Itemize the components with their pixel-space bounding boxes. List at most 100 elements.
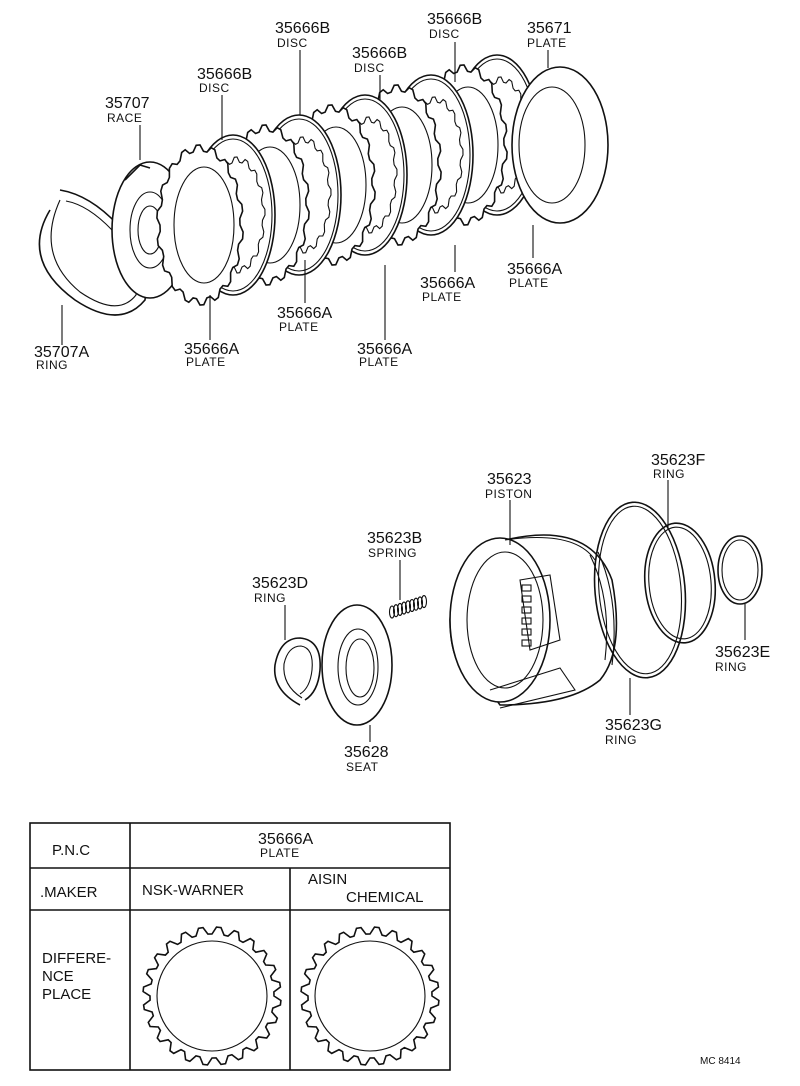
pnc-header: P.N.C [52,842,90,859]
svg-text:RING: RING [36,358,68,372]
leader-lines-upper [61,42,549,345]
svg-text:35666A: 35666A [184,341,239,358]
svg-text:35666A: 35666A [420,275,475,292]
svg-text:35666A: 35666A [277,305,332,322]
svg-text:DISC: DISC [429,27,460,41]
piston-slot [521,584,532,592]
diagram-code: MC 8414 [700,1056,741,1067]
spring-coil [392,604,400,618]
spring-coil [396,602,404,616]
svg-text:35671: 35671 [527,20,572,37]
spring-35623B [388,595,428,619]
clutch-plate [156,144,244,306]
difference-line2: NCE [42,968,74,985]
plate-aisin-chemical-drawing [300,926,440,1066]
spring-coil [388,605,396,619]
svg-text:35666B: 35666B [427,11,482,28]
plate-35671 [511,66,609,224]
label-35707: 35707 RACE [105,95,150,125]
svg-text:SPRING: SPRING [368,546,417,560]
svg-text:RING: RING [254,591,286,605]
svg-text:35623F: 35623F [651,452,705,469]
plate-nsk-warner-drawing [142,926,282,1066]
svg-text:35623: 35623 [487,471,532,488]
maker-nsk-warner: NSK-WARNER [142,882,244,899]
svg-text:DISC: DISC [277,36,308,50]
seat-35628 [321,604,393,726]
svg-text:RACE: RACE [107,111,142,125]
label-35666B-4: 35666B DISC [427,11,482,41]
svg-text:35623B: 35623B [367,530,422,547]
maker-aisin-line1: AISIN [308,871,347,888]
svg-text:PLATE: PLATE [509,276,549,290]
ring-35623E [717,535,763,605]
clutch-pack-assembly [38,54,609,316]
maker-aisin-line2: CHEMICAL [346,889,424,906]
piston-slot [521,606,532,614]
svg-text:PISTON: PISTON [485,487,532,501]
label-35623B: 35623B SPRING [367,530,422,560]
spring-coil [412,597,420,611]
svg-text:RING: RING [715,660,747,674]
svg-text:DISC: DISC [354,61,385,75]
label-35666A-4: 35666A PLATE [420,275,475,304]
label-35707A: 35707A RING [34,344,89,372]
label-35666B-3: 35666B DISC [352,45,407,75]
svg-text:35623E: 35623E [715,644,770,661]
label-35623F: 35623F RING [651,452,705,481]
piston-slot [521,628,532,636]
svg-text:35666B: 35666B [197,66,252,83]
svg-text:PLATE: PLATE [527,36,567,50]
difference-line1: DIFFERE- [42,950,111,967]
piston-assembly [273,501,763,726]
spring-coil [404,600,412,614]
svg-text:35707A: 35707A [34,344,89,361]
svg-text:35666B: 35666B [275,20,330,37]
svg-text:35623G: 35623G [605,717,662,734]
piston-35623 [449,534,618,709]
spring-coil [416,596,424,610]
label-35666A-5: 35666A PLATE [507,261,562,290]
label-35671: 35671 PLATE [527,20,572,50]
snap-ring-35707A [38,189,147,316]
svg-text:DISC: DISC [199,81,230,95]
difference-table: P.N.C 35666A PLATE .MAKER NSK-WARNER AIS… [29,822,451,1071]
ring-35623G [593,501,687,679]
label-35623: 35623 PISTON [485,471,532,501]
svg-text:35666B: 35666B [352,45,407,62]
svg-text:PLATE: PLATE [422,290,462,304]
svg-text:35628: 35628 [344,744,389,761]
label-35666B-1: 35666B DISC [197,66,252,95]
svg-text:PLATE: PLATE [186,355,226,369]
pnc-name: PLATE [260,846,300,860]
label-35666A-2: 35666A PLATE [277,305,332,334]
pnc-number: 35666A [258,831,313,848]
ring-35623D [273,637,321,706]
piston-slot [521,595,532,603]
svg-text:PLATE: PLATE [359,355,399,369]
difference-line3: PLACE [42,986,91,1003]
svg-text:RING: RING [605,733,637,747]
piston-slot [521,639,532,647]
leader-lines-lower [284,480,746,742]
label-35666A-1: 35666A PLATE [184,341,239,369]
label-35628: 35628 SEAT [344,744,389,774]
svg-text:PLATE: PLATE [279,320,319,334]
spring-coil [400,601,408,615]
svg-text:SEAT: SEAT [346,760,379,774]
svg-text:35666A: 35666A [507,261,562,278]
piston-slot [521,617,532,625]
label-35623E: 35623E RING [715,644,770,674]
svg-text:RING: RING [653,467,685,481]
label-35623G: 35623G RING [605,717,662,747]
spring-coil [420,595,428,609]
svg-text:35666A: 35666A [357,341,412,358]
svg-text:35623D: 35623D [252,575,308,592]
svg-text:35707: 35707 [105,95,150,112]
spring-coil [408,598,416,613]
maker-header: .MAKER [40,884,98,901]
label-35666B-2: 35666B DISC [275,20,330,50]
label-35623D: 35623D RING [252,575,308,605]
label-35666A-3: 35666A PLATE [357,341,412,369]
